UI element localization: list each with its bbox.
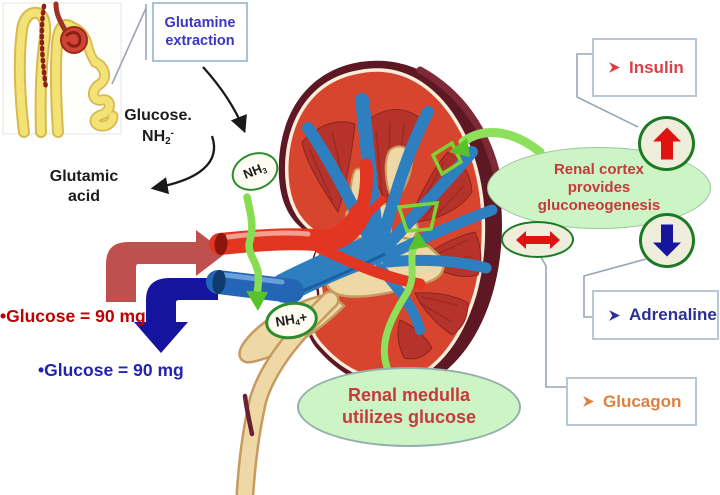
glucose-word: Glucose. xyxy=(124,107,192,124)
glucose-nh2-label: Glucose. NH2- xyxy=(116,106,200,148)
glutamine-line2: extraction xyxy=(165,33,235,49)
decrease-indicator xyxy=(639,213,695,268)
glutamine-line1: Glutamine xyxy=(164,14,236,31)
medulla-highlight-box xyxy=(396,201,440,233)
adrenaline-label: Adrenaline xyxy=(629,305,717,324)
down-arrow-icon xyxy=(653,224,681,257)
nh3-to-nh4-arrow-icon xyxy=(243,193,268,311)
glucagon-label: Glucagon xyxy=(603,391,682,411)
arterial-glucose-label: •Glucose = 90 mg xyxy=(0,306,146,326)
medulla-callout: Renal medulla utilizes glucose xyxy=(297,367,521,447)
unchanged-indicator xyxy=(501,221,574,258)
cortex-highlight-box xyxy=(430,140,464,177)
left-right-arrow-icon xyxy=(515,230,560,249)
reaction-arrows xyxy=(150,66,247,195)
nh2-formula: NH2- xyxy=(142,127,174,147)
green-annotations xyxy=(243,128,545,374)
arrowhead-bullet-icon xyxy=(609,309,620,321)
medulla-pointer-line-icon xyxy=(380,231,428,374)
glutamine-extraction-callout: Glutamine extraction xyxy=(152,2,248,62)
arrowhead-bullet-icon xyxy=(609,62,620,73)
venous-glucose-label: •Glucose = 90 mg xyxy=(38,360,184,380)
callout-connector-lines xyxy=(111,4,647,388)
glutamic-acid-label: Glutamic acid xyxy=(49,168,119,205)
insulin-label: Insulin xyxy=(629,57,684,77)
insulin-label-box: Insulin xyxy=(592,38,697,97)
venous-flow-arrow-icon xyxy=(134,278,218,353)
increase-indicator xyxy=(638,116,695,171)
nephron-illustration-icon xyxy=(2,1,122,138)
cortex-pointer-arrow-icon xyxy=(449,128,545,157)
glucagon-label-box: Glucagon xyxy=(566,377,697,426)
arrowhead-bullet-icon xyxy=(583,396,594,407)
up-arrow-icon xyxy=(652,127,681,160)
arterial-flow-arrow-icon xyxy=(106,230,226,302)
adrenaline-label-box: Adrenaline xyxy=(592,290,719,340)
